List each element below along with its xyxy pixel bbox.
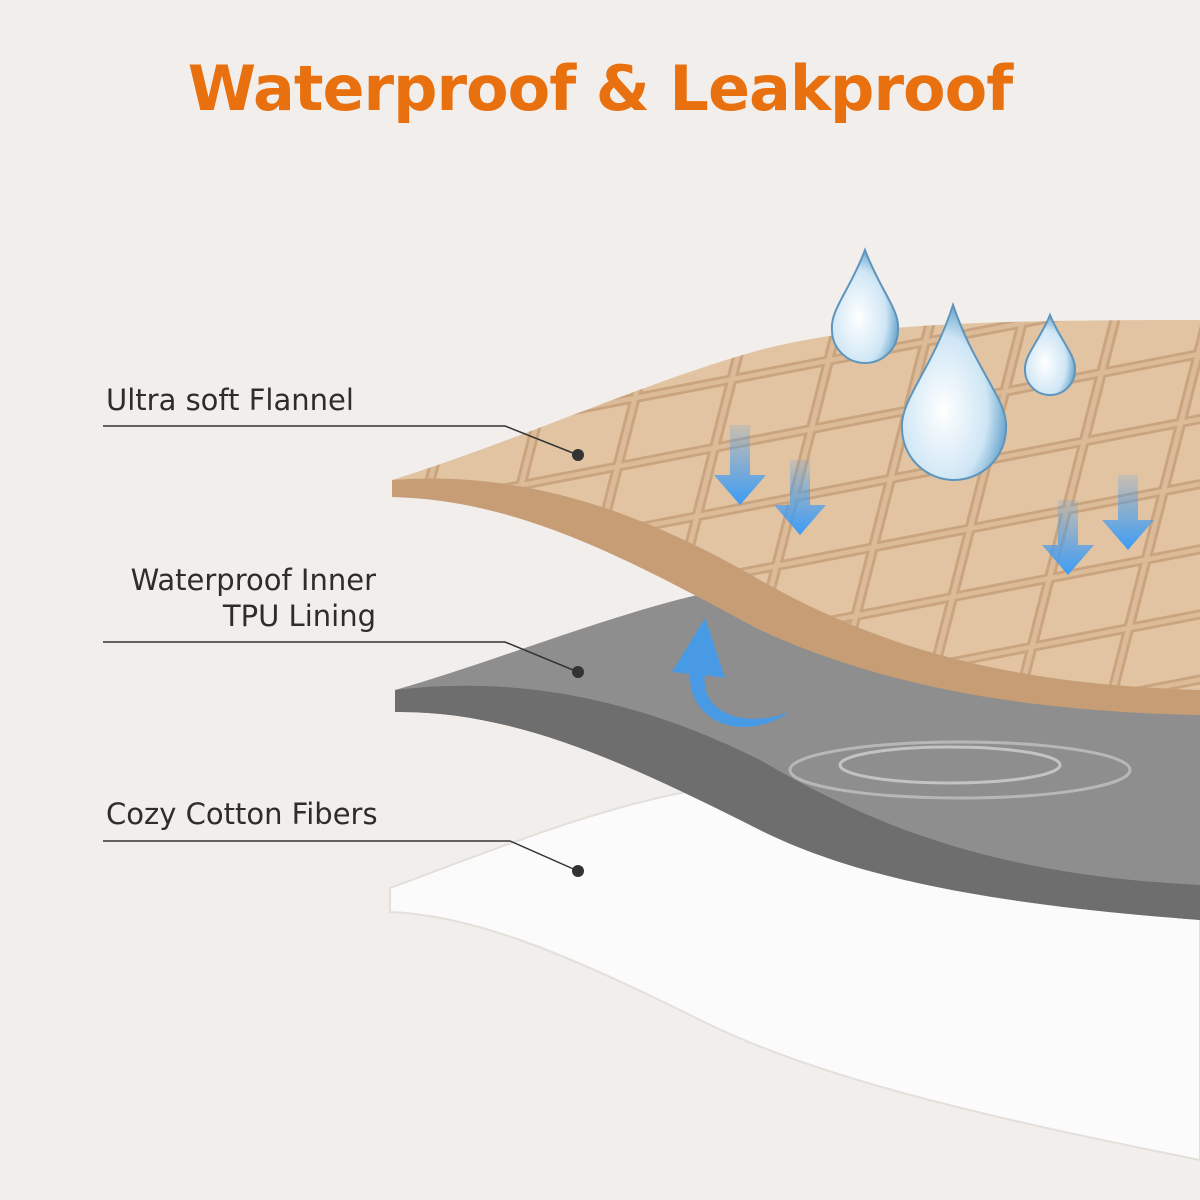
- cotton-label: Cozy Cotton Fibers: [106, 797, 378, 831]
- water-drop-icon: [830, 247, 1077, 481]
- up-curved-arrow-icon: [672, 618, 790, 728]
- tpu-label: Waterproof Inner TPU Lining: [106, 562, 376, 634]
- down-arrow-icon: [714, 425, 1154, 575]
- flannel-marker-dot: [572, 449, 584, 461]
- page-title: Waterproof & Leakproof: [187, 52, 1013, 125]
- cotton-marker-dot: [572, 865, 584, 877]
- leader-lines: [103, 425, 579, 872]
- tpu-label-line2: TPU Lining: [222, 599, 376, 633]
- tpu-marker-dot: [572, 666, 584, 678]
- flannel-label: Ultra soft Flannel: [106, 383, 354, 417]
- tpu-label-line1: Waterproof Inner: [130, 563, 376, 597]
